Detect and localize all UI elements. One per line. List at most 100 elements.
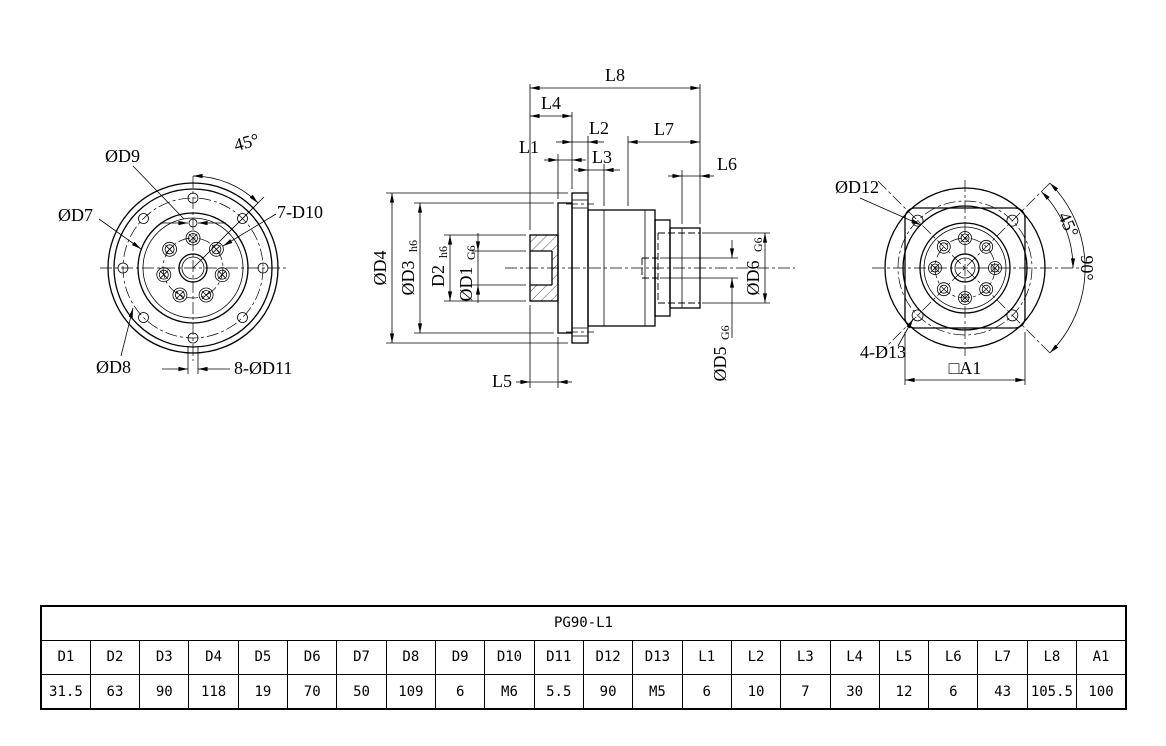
value-cell: 12 xyxy=(878,674,930,710)
label-l3: L3 xyxy=(592,147,612,167)
input-sleeve xyxy=(669,227,701,309)
header-cell: D6 xyxy=(287,639,338,676)
value-cell: M5 xyxy=(632,674,683,710)
label-d13: 4-D13 xyxy=(860,342,906,362)
header-cell: D2 xyxy=(89,639,141,676)
label-l7: L7 xyxy=(654,119,674,139)
header-cell: L7 xyxy=(977,639,1028,676)
header-cell: D1 xyxy=(40,639,91,676)
label-l8: L8 xyxy=(605,65,625,85)
dim-d6 xyxy=(702,232,770,304)
header-cell: D8 xyxy=(385,639,437,676)
d12-leader xyxy=(859,197,922,226)
value-cell: 6 xyxy=(434,674,486,710)
value-cell: 5.5 xyxy=(533,674,584,710)
rear-inner-circles xyxy=(897,200,1033,336)
label-d3-tol: h6 xyxy=(406,240,420,252)
value-cell: 6 xyxy=(928,674,979,710)
label-l6: L6 xyxy=(717,154,737,174)
section-view: L8 L4 L2 L7 L1 L3 xyxy=(370,65,795,391)
label-d11: 8-ØD11 xyxy=(234,358,292,378)
label-d12: ØD12 xyxy=(835,177,879,197)
label-d3: ØD3 xyxy=(398,261,418,296)
front-angle-dim xyxy=(192,173,265,269)
value-cell: 70 xyxy=(287,674,338,710)
d13-leader xyxy=(897,318,914,347)
technical-drawing: ØD9 45° ØD7 7-D10 ØD8 8-ØD11 xyxy=(58,65,1097,391)
header-cell: D7 xyxy=(336,639,387,676)
spec-table: PG90-L1 D1 D2 D3 D4 D5 D6 D7 D8 D9 D10 D… xyxy=(40,605,1127,710)
label-d1-tol: G6 xyxy=(464,245,478,260)
value-cell: 6 xyxy=(681,674,732,710)
value-cell: 100 xyxy=(1076,674,1127,710)
label-l4: L4 xyxy=(541,93,561,113)
value-cell: 105.5 xyxy=(1026,674,1078,710)
value-cell: 30 xyxy=(829,674,880,710)
front-view: ØD9 45° ØD7 7-D10 ØD8 8-ØD11 xyxy=(58,129,323,378)
label-d7: ØD7 xyxy=(58,205,93,225)
front-bolt-holes xyxy=(117,192,269,344)
dim-d2 xyxy=(444,234,526,302)
label-d8: ØD8 xyxy=(96,357,131,377)
header-cell: L8 xyxy=(1026,639,1078,676)
header-cell: D3 xyxy=(139,639,190,676)
value-cell: 43 xyxy=(977,674,1028,710)
value-cell: 10 xyxy=(730,674,782,710)
label-d4: ØD4 xyxy=(370,251,390,286)
front-d11-dim xyxy=(162,346,230,374)
value-cell: 90 xyxy=(582,674,634,710)
header-cell: D10 xyxy=(484,639,535,676)
label-l5: L5 xyxy=(492,371,512,391)
label-rear-90deg: 90° xyxy=(1077,255,1097,280)
value-cell: 7 xyxy=(780,674,831,710)
label-d2: D2 xyxy=(428,265,448,287)
value-cell: 50 xyxy=(336,674,387,710)
hidden-bores xyxy=(641,232,700,304)
d7-leader xyxy=(98,218,142,250)
header-cell: D13 xyxy=(632,639,683,676)
header-cell: L5 xyxy=(878,639,930,676)
header-cell: D5 xyxy=(237,639,289,676)
header-cell: L2 xyxy=(730,639,782,676)
dim-d5 xyxy=(660,240,738,338)
table-header-row: D1 D2 D3 D4 D5 D6 D7 D8 D9 D10 D11 D12 D… xyxy=(40,639,1127,676)
label-d10: 7-D10 xyxy=(277,202,323,222)
label-l2: L2 xyxy=(589,118,609,138)
value-cell: 31.5 xyxy=(40,674,91,710)
label-d9: ØD9 xyxy=(105,146,140,166)
dim-d1 xyxy=(472,233,526,303)
rear-view: ØD12 4-D13 □A1 45° 90° xyxy=(835,177,1097,385)
header-cell: D11 xyxy=(533,639,584,676)
header-cell: L3 xyxy=(780,639,831,676)
label-d2-tol: h6 xyxy=(436,246,450,258)
table-value-row: 31.5 63 90 118 19 70 50 109 6 M6 5.5 90 … xyxy=(40,674,1127,710)
d10-leader xyxy=(222,213,277,247)
front-tapped-holes xyxy=(156,230,230,303)
table-title: PG90-L1 xyxy=(40,605,1127,641)
d8-leader xyxy=(120,307,134,357)
value-cell: 90 xyxy=(139,674,190,710)
dim-l5 xyxy=(516,305,572,388)
header-cell: L6 xyxy=(928,639,979,676)
label-d1: ØD1 xyxy=(456,267,476,302)
value-cell: 19 xyxy=(237,674,289,710)
value-cell: M6 xyxy=(484,674,535,710)
header-cell: D12 xyxy=(582,639,634,676)
label-d6: ØD6 xyxy=(743,261,763,296)
value-cell: 63 xyxy=(89,674,141,710)
rear-angle-dims xyxy=(1041,182,1086,354)
rear-square-flange xyxy=(904,207,1026,329)
header-cell: L1 xyxy=(681,639,732,676)
front-d9-hole-dim xyxy=(132,165,226,228)
header-cell: A1 xyxy=(1076,639,1127,676)
label-d5-tol: G6 xyxy=(718,325,732,340)
label-l1: L1 xyxy=(519,137,539,157)
label-front-45deg: 45° xyxy=(232,129,262,155)
dim-a1 xyxy=(904,332,1026,385)
label-d6-tol: G6 xyxy=(751,237,765,252)
label-d5: ØD5 xyxy=(710,347,730,382)
rear-screws xyxy=(928,231,1002,305)
rear-housing-circle xyxy=(884,187,1046,349)
table-title-row: PG90-L1 xyxy=(40,605,1127,641)
